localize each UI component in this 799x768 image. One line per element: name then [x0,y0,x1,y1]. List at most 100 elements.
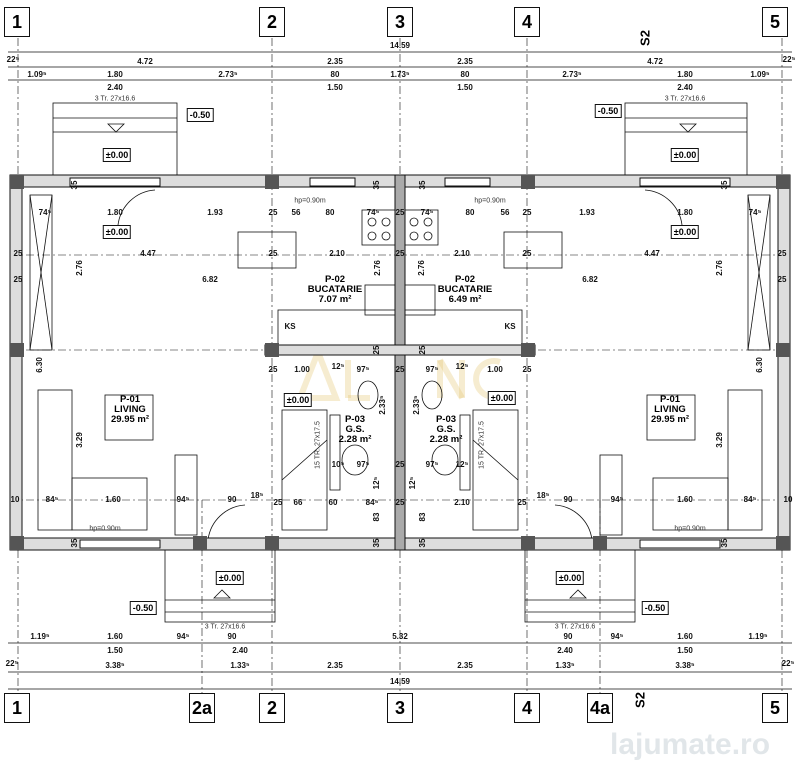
dimension-label: 10 [783,495,793,504]
dimension-label: 2.73⁵ [562,70,582,79]
inner-stairs-note: 15 TR. 27x17.5 [314,421,322,469]
dimension-label: 1.19⁵ [30,632,50,641]
level-tag: ±0.00 [555,571,585,585]
dimension-label: 2.35 [457,57,473,66]
dimension-label: 2.10 [329,249,345,258]
dimension-label-vertical: 12⁵ [408,476,417,490]
axis-marker: 1 [4,7,30,37]
room-area: 7.07 m² [318,293,352,305]
dimension-label: 3.38⁵ [675,661,695,670]
dimension-label: 25 [395,249,405,258]
dimension-label: 1.00 [487,365,503,374]
dimension-label: 25 [395,498,405,507]
dimension-label: 25 [395,365,405,374]
dimension-label: 1.60 [677,495,693,504]
dimension-label: 25 [13,275,23,284]
dimension-label: 2.40 [107,83,123,92]
level-tag: -0.50 [641,601,669,615]
dimension-label: 94⁵ [176,495,190,504]
dimension-label: 84⁵ [743,495,757,504]
dimension-label-vertical: 35 [70,180,79,190]
dimension-label: 2.40 [557,646,573,655]
level-tag: ±0.00 [283,393,313,407]
dimension-label: 1.50 [457,83,473,92]
room-area: 6.49 m² [448,293,482,305]
level-tag: -0.50 [129,601,157,615]
stairs-note: 3 Tr. 27x16.6 [94,95,136,103]
dimension-label-vertical: 35 [720,180,729,190]
section-marker: S2 [632,692,648,708]
dimension-label: 1.50 [677,646,693,655]
dimension-label: 4.47 [644,249,660,258]
dimension-label: 25 [777,249,787,258]
dimension-label: 1.09⁵ [750,70,770,79]
axis-marker: 2 [259,7,285,37]
dimension-label: 25 [517,498,527,507]
dimension-label-vertical: 83 [418,512,427,522]
dimension-label-vertical: 35 [418,538,427,548]
dimension-label: 22⁵ [5,659,19,668]
room-name: BUCATARIE [307,284,363,296]
ks-label: KS [284,322,296,331]
dimension-label: 74⁵ [420,208,434,217]
dimension-label: 60 [328,498,338,507]
dimension-label: 2.73⁵ [218,70,238,79]
axis-marker: 5 [762,7,788,37]
dimension-label: 1.73⁵ [390,70,410,79]
dimension-label: 3.38⁵ [105,661,125,670]
dimension-label: 2.35 [457,661,473,670]
dimension-label-vertical: 35 [70,538,79,548]
dimension-label: 74⁵ [38,208,52,217]
room-area: 2.28 m² [338,433,372,445]
dimension-label: 1.33⁵ [555,661,575,670]
dimension-label: 97⁵ [356,365,370,374]
stairs-note: 3 Tr. 27x16.6 [554,623,596,631]
dimension-label: 18⁵ [536,491,550,500]
dimension-label: 56 [291,208,301,217]
room-name: LIVING [114,404,146,416]
dimension-label: 6.82 [202,275,218,284]
dimension-label: 10⁵ [331,460,345,469]
dimension-label: 1.60 [105,495,121,504]
dimension-label-vertical: 6.30 [35,357,44,373]
dimension-label: 25 [522,365,532,374]
dimension-label: 2.40 [677,83,693,92]
dimension-label: 25 [273,498,283,507]
level-tag: ±0.00 [215,571,245,585]
room-code: P-02 [324,274,346,286]
dimension-label: 97⁵ [356,460,370,469]
level-tag: -0.50 [186,108,214,122]
room-name: G.S. [436,424,456,436]
dimension-label: 94⁵ [610,495,624,504]
dimension-label: 12⁵ [455,460,469,469]
dimension-label: 1.80 [677,208,693,217]
dimension-label: 80 [325,208,335,217]
axis-marker: 4a [587,693,613,723]
dimension-label: 1.93 [207,208,223,217]
watermark-logo [295,343,501,401]
level-tag: ±0.00 [670,225,700,239]
axis-marker: 4 [514,7,540,37]
dimension-label: 14.59 [389,677,411,686]
section-marker: S2 [637,30,653,46]
dimension-label: 56 [500,208,510,217]
dimension-label-vertical: 6.30 [755,357,764,373]
dimension-label: 25 [395,460,405,469]
level-tag: ±0.00 [670,148,700,162]
dimension-label: 25 [268,365,278,374]
axis-marker: 2 [259,693,285,723]
dimension-label: 97⁵ [425,365,439,374]
dimension-label: 94⁵ [176,632,190,641]
dimension-label-vertical: 35 [372,538,381,548]
dimension-label: 25 [522,208,532,217]
dimension-label: 10 [10,495,20,504]
level-tag: -0.50 [594,104,622,118]
axis-marker: 3 [387,693,413,723]
dimension-label: 2.40 [232,646,248,655]
stairs-note: 3 Tr. 27x16.6 [664,95,706,103]
